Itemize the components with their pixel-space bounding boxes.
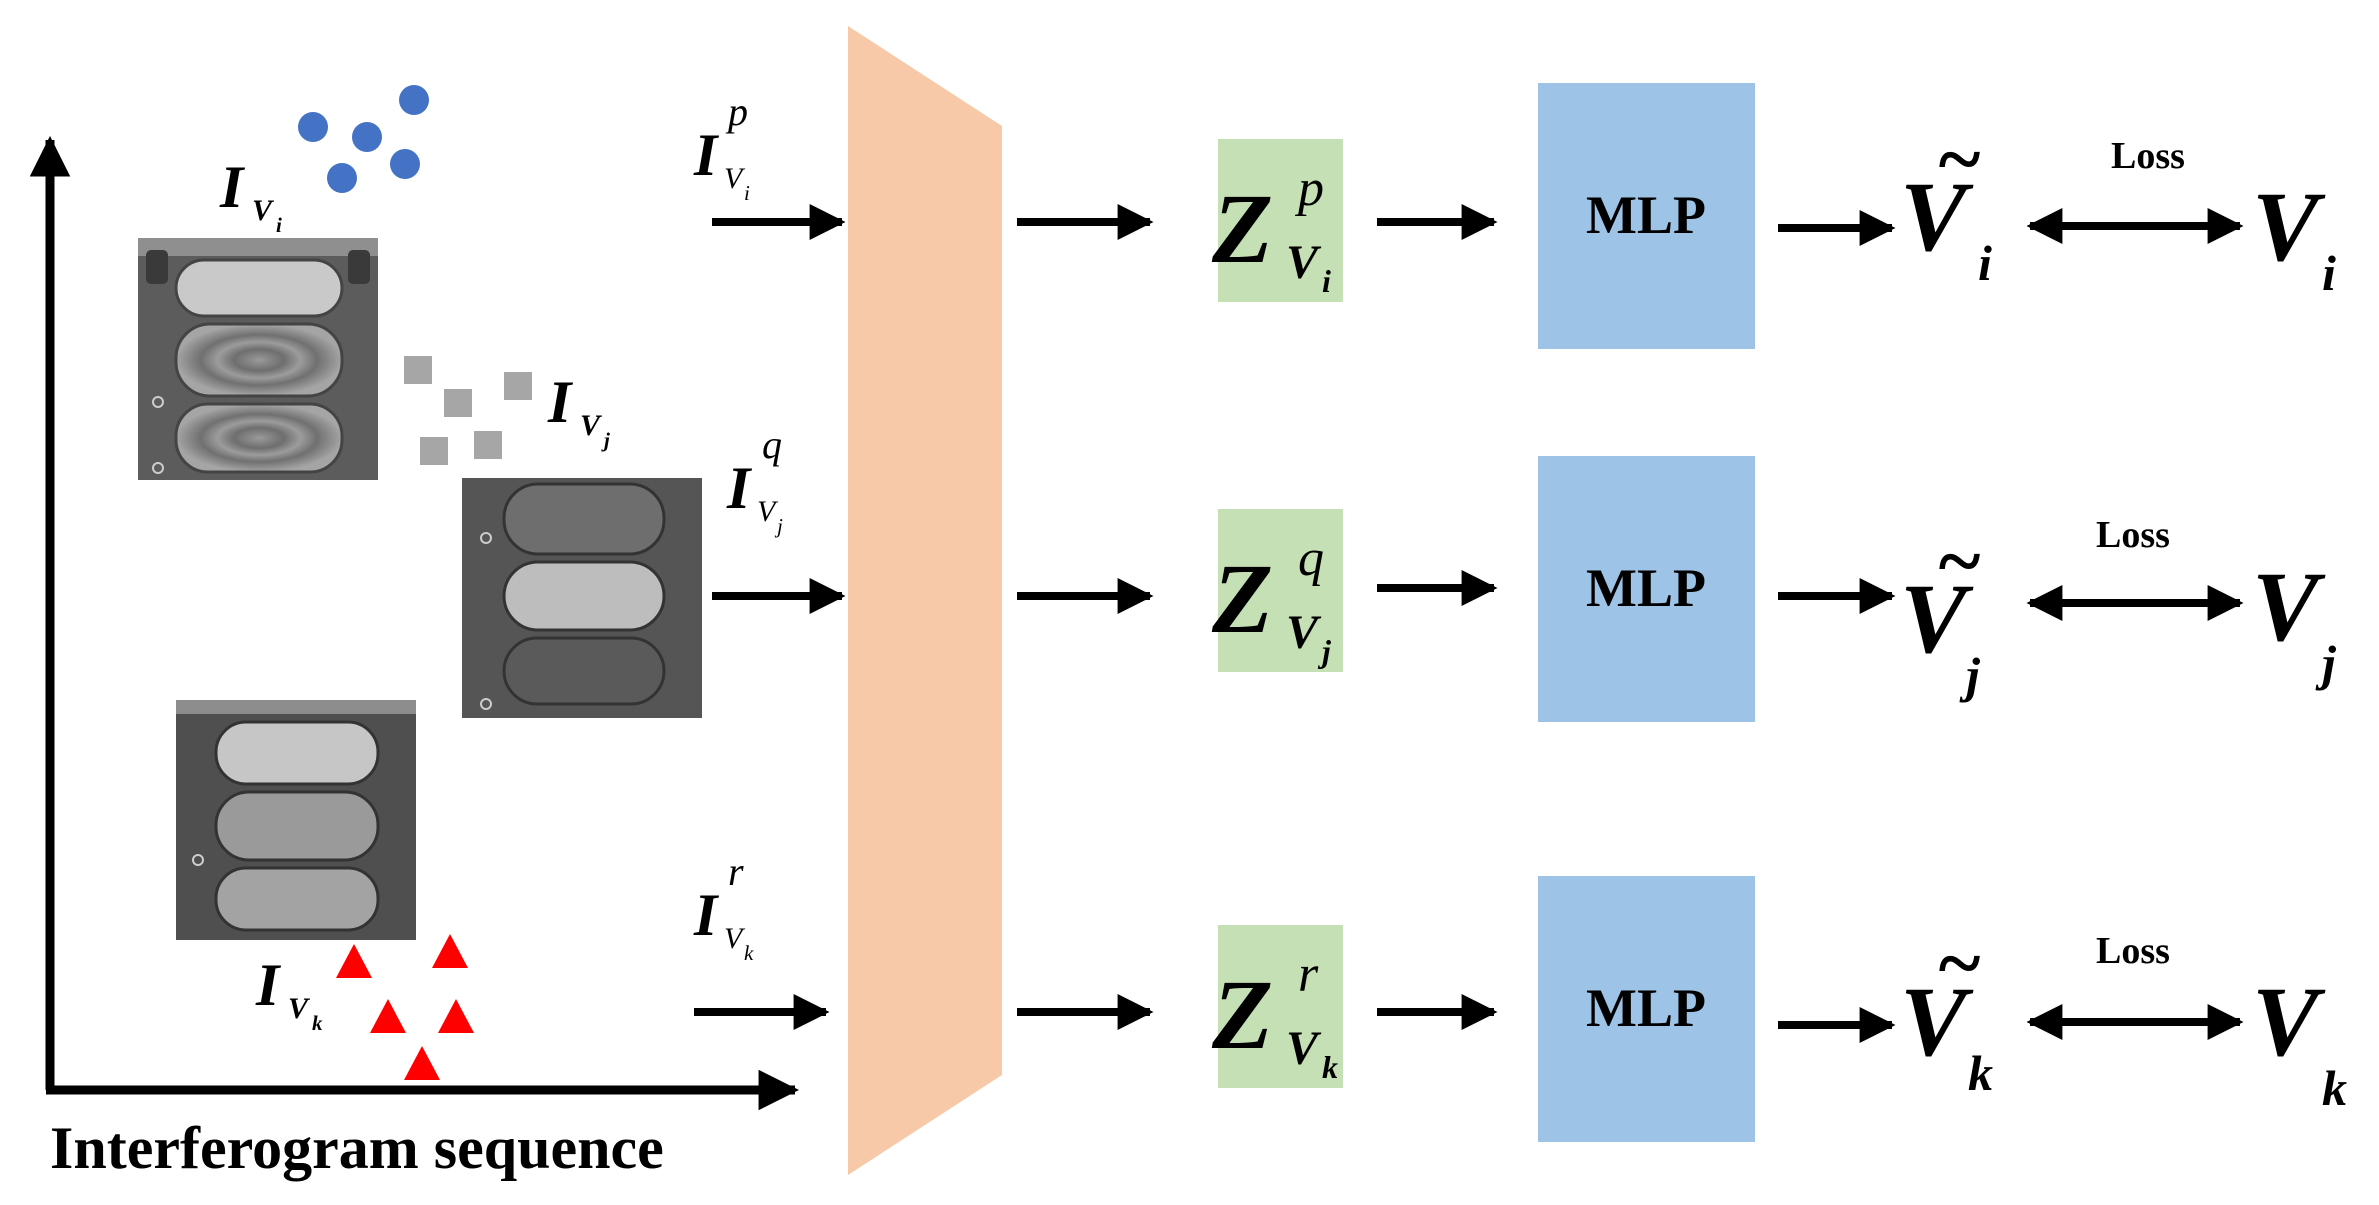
blue-circle-markers <box>298 85 429 193</box>
prediction-label-i: V ~ i <box>1900 116 1992 291</box>
interferogram-image-k <box>176 700 416 940</box>
svg-text:i: i <box>1322 263 1331 299</box>
svg-text:k: k <box>1322 1049 1338 1085</box>
svg-text:q: q <box>1298 530 1324 587</box>
input-label-q: I q V j <box>726 422 783 538</box>
interferogram-image-j <box>462 478 702 718</box>
svg-text:V: V <box>1286 236 1322 289</box>
svg-text:j: j <box>601 428 610 452</box>
svg-text:j: j <box>774 514 783 538</box>
svg-text:V: V <box>2252 551 2326 662</box>
target-label-i: V i <box>2252 171 2336 301</box>
svg-text:I: I <box>693 122 720 188</box>
svg-text:Z: Z <box>1211 173 1273 284</box>
svg-text:k: k <box>1968 1045 1993 1101</box>
input-label-r: I r V k <box>693 849 754 965</box>
image-label-i: I V i <box>219 154 282 237</box>
svg-text:V: V <box>724 922 746 955</box>
feature-box-q: Z q V j <box>1211 509 1343 672</box>
interferogram-image-i <box>138 238 378 480</box>
svg-text:MLP: MLP <box>1586 558 1706 618</box>
image-label-j: I V j <box>547 369 610 452</box>
svg-text:V: V <box>1286 606 1322 659</box>
svg-text:V: V <box>1900 161 1974 272</box>
sequence-axes: Interferogram sequence <box>29 135 800 1181</box>
svg-text:I: I <box>693 882 720 948</box>
svg-text:i: i <box>1978 235 1992 291</box>
svg-text:MLP: MLP <box>1586 185 1706 245</box>
svg-text:r: r <box>728 849 744 894</box>
image-label-k: I V k <box>255 952 323 1035</box>
svg-text:k: k <box>744 941 754 965</box>
svg-text:V: V <box>580 409 603 442</box>
svg-text:V: V <box>757 495 779 528</box>
svg-text:V: V <box>1900 563 1974 674</box>
svg-text:~: ~ <box>1936 116 1982 204</box>
svg-text:MLP: MLP <box>1586 978 1706 1038</box>
svg-text:Loss: Loss <box>2111 135 2185 177</box>
loss-connector-i: Loss <box>2026 135 2244 244</box>
svg-text:p: p <box>725 89 748 134</box>
svg-text:p: p <box>1294 160 1324 217</box>
svg-text:Z: Z <box>1211 959 1273 1070</box>
svg-text:Loss: Loss <box>2096 514 2170 556</box>
loss-connector-k: Loss <box>2026 930 2244 1040</box>
prediction-label-j: V ~ j <box>1900 518 1982 703</box>
svg-text:~: ~ <box>1936 920 1982 1008</box>
svg-text:I: I <box>547 369 574 435</box>
svg-text:I: I <box>255 952 282 1018</box>
svg-text:Loss: Loss <box>2096 930 2170 972</box>
svg-text:i: i <box>276 213 282 237</box>
svg-text:V: V <box>288 992 311 1025</box>
svg-text:Z: Z <box>1211 543 1273 654</box>
feature-box-p: Z p V i <box>1211 139 1343 302</box>
svg-text:i: i <box>744 181 750 205</box>
svg-text:V: V <box>1900 966 1974 1077</box>
feature-box-r: Z r V k <box>1211 925 1343 1088</box>
svg-text:k: k <box>2322 1060 2347 1116</box>
mlp-box-r: MLP <box>1538 876 1755 1142</box>
target-label-k: V k <box>2252 966 2347 1116</box>
svg-text:I: I <box>219 154 246 220</box>
svg-text:r: r <box>1298 946 1319 1003</box>
svg-text:V: V <box>1286 1022 1322 1075</box>
svg-text:q: q <box>762 422 782 467</box>
gray-square-markers <box>404 356 532 465</box>
target-label-j: V j <box>2252 551 2337 691</box>
svg-text:V: V <box>2252 966 2326 1077</box>
svg-text:V: V <box>724 162 746 195</box>
mlp-box-q: MLP <box>1538 456 1755 722</box>
loss-connector-j: Loss <box>2026 514 2244 621</box>
svg-text:V: V <box>252 194 275 227</box>
input-label-p: I p V i <box>693 89 750 205</box>
svg-text:~: ~ <box>1936 518 1982 606</box>
svg-text:k: k <box>312 1011 323 1035</box>
svg-text:I: I <box>726 455 753 521</box>
svg-text:i: i <box>2322 245 2336 301</box>
encoder-block <box>848 26 1002 1175</box>
svg-text:V: V <box>2252 171 2326 282</box>
mlp-box-p: MLP <box>1538 83 1755 349</box>
x-axis-label: Interferogram sequence <box>50 1115 664 1181</box>
red-triangle-markers <box>336 934 474 1080</box>
prediction-label-k: V ~ k <box>1900 920 1993 1101</box>
